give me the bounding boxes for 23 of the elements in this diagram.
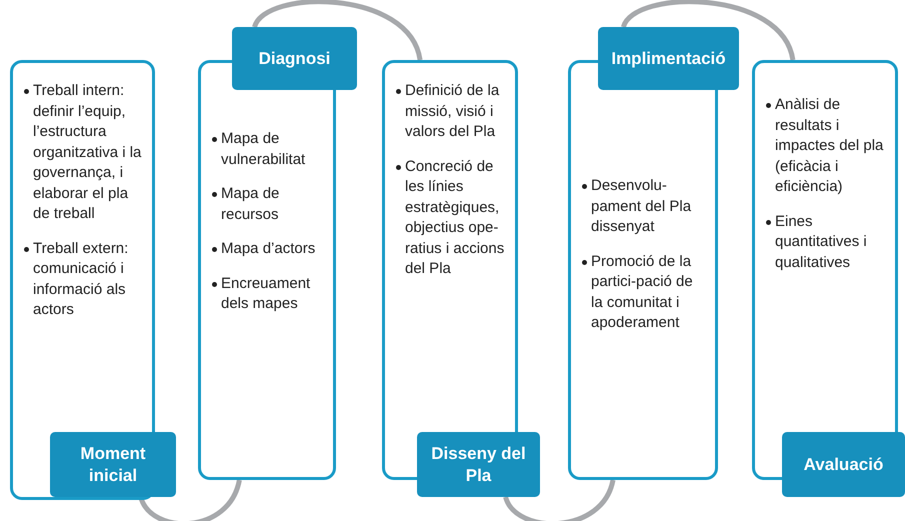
connector-arc [621, 0, 796, 61]
bullet-text: Concreció de les línies estratègiques, objectius ope-ratius i accions del Pla [405, 156, 506, 279]
phase-label: Diagnosi [232, 27, 357, 90]
bullet-text: Desenvolu-pament del Pla dissenyat [591, 176, 692, 237]
phase-label: Implimentació [598, 27, 739, 90]
bullet-text: Mapa de vulnerabilitat [221, 129, 306, 170]
bullet-text: Treball extern: comunicació i informació als actors [33, 238, 130, 320]
bullet-text: Definició de la missió, visió i valors del Pla [405, 81, 500, 142]
connector-arc [503, 479, 616, 521]
phase-label: Avaluació [782, 432, 905, 497]
bullet-text: Treball intern: definir l’equip, l’estructura organitzativa i la governança, i elaborar el pla de treball [33, 81, 142, 224]
phase-panel [10, 60, 155, 500]
phase-panel [752, 60, 898, 480]
bullet-text: Eines quantitatives i qualitatives [775, 212, 868, 272]
bullet-text: Encreuament dels mapes [221, 274, 312, 314]
phase-label: Disseny del Pla [417, 432, 540, 497]
connector-arc [252, 0, 422, 61]
bullet-text: Mapa d’actors [221, 239, 316, 259]
phase-label: Moment inicial [50, 432, 176, 497]
bullet-text: Mapa de recursos [221, 184, 280, 224]
bullet-text: Promoció de la partici-pació de la comunitat i apoderament [591, 252, 694, 333]
connector-arc [138, 479, 242, 521]
bullet-text: Anàlisi de resultats i impactes del pla (eficàcia i eficiència) [775, 95, 884, 197]
